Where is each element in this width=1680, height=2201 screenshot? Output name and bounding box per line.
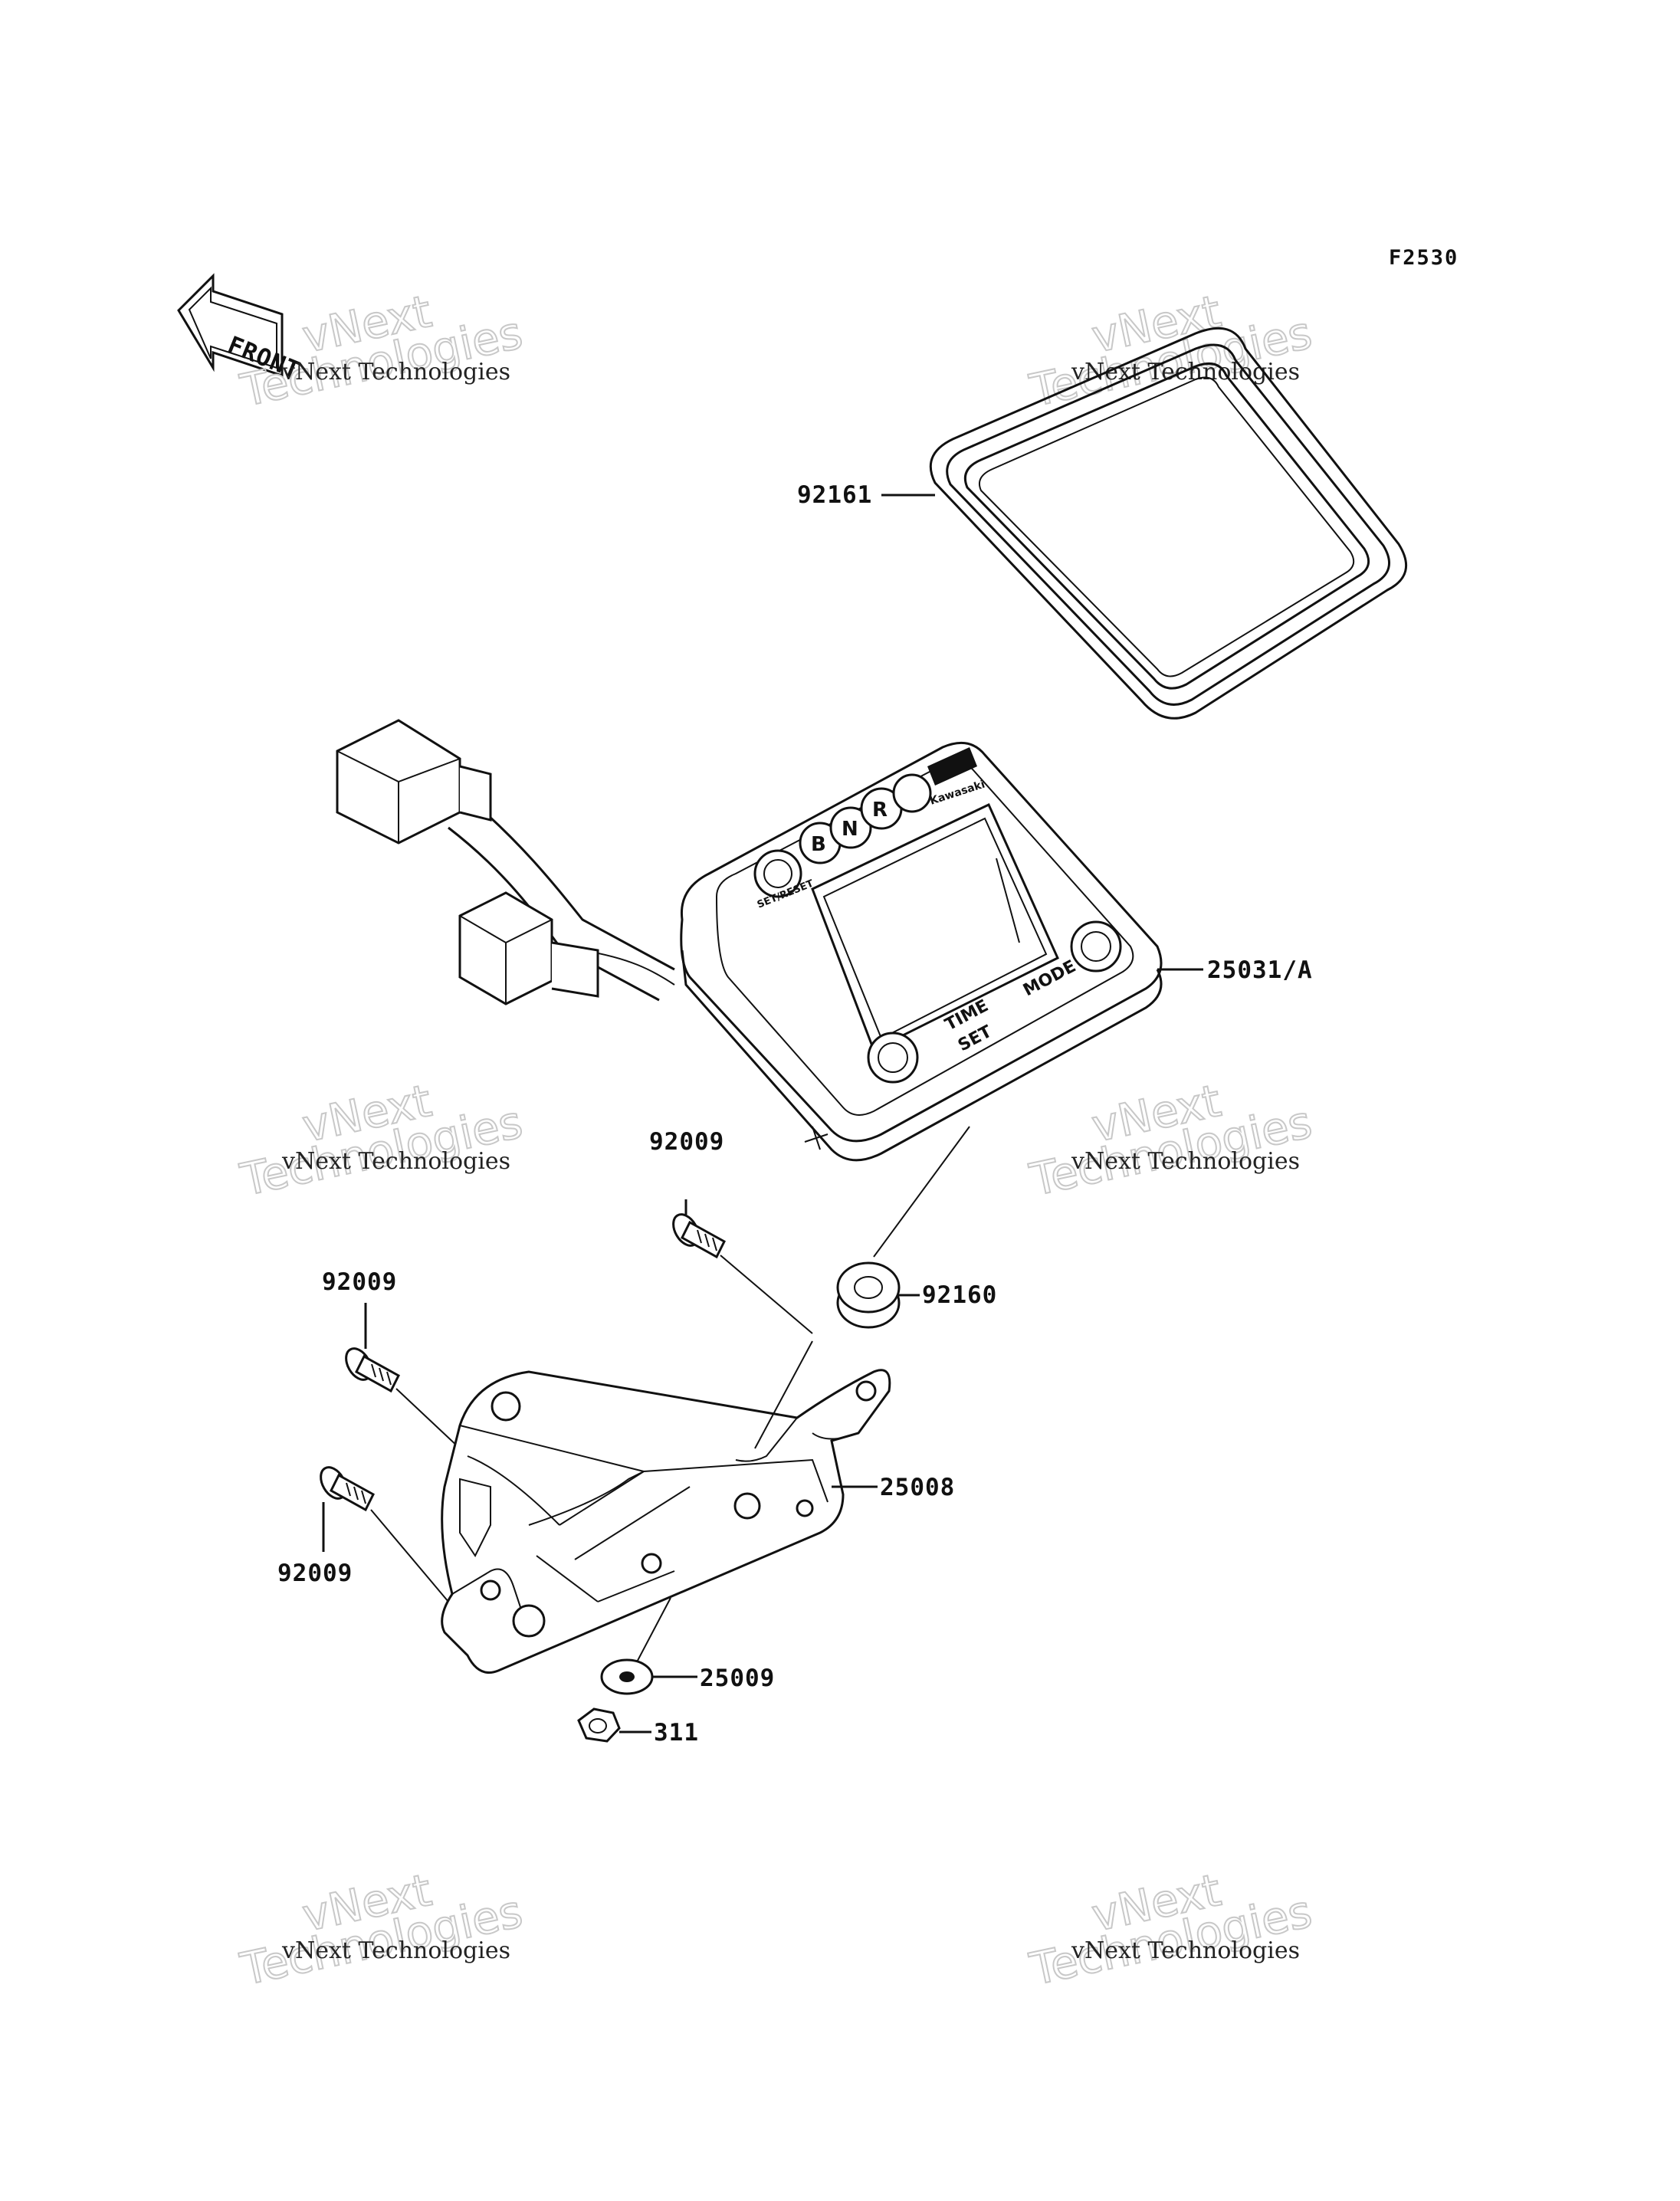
screw-92009-left-lower-icon bbox=[320, 1466, 375, 1512]
watermark-bottom-right: Technologies vNext vNext Technologies bbox=[1025, 1863, 1317, 1996]
svg-text:vNext Technologies: vNext Technologies bbox=[281, 1148, 510, 1175]
washer-25009-icon bbox=[600, 1658, 654, 1695]
label-25008: 25008 bbox=[880, 1474, 955, 1501]
label-92009-left-upper: 92009 bbox=[322, 1268, 397, 1296]
screw-92009-left-upper-icon bbox=[345, 1347, 400, 1393]
svg-text:vNext Technologies: vNext Technologies bbox=[1071, 1148, 1300, 1175]
label-25009: 25009 bbox=[700, 1665, 775, 1692]
label-92009-top: 92009 bbox=[649, 1128, 724, 1156]
frame-92161 bbox=[929, 326, 1408, 720]
leader-screw-top-path bbox=[720, 1255, 813, 1334]
watermark-bottom-left: Technologies vNext vNext Technologies bbox=[235, 1863, 528, 1996]
watermark-mid-left: Technologies vNext vNext Technologies bbox=[235, 1074, 528, 1207]
label-92009-left-lower: 92009 bbox=[277, 1560, 353, 1587]
figure-code: F2530 bbox=[1389, 246, 1459, 270]
indicator-r: R bbox=[872, 799, 888, 822]
leader-screw-left-lower-path bbox=[370, 1509, 449, 1602]
label-92160: 92160 bbox=[922, 1281, 997, 1309]
nut-311-icon bbox=[577, 1707, 621, 1743]
svg-text:vNext Technologies: vNext Technologies bbox=[281, 359, 510, 385]
svg-text:vNext Technologies: vNext Technologies bbox=[281, 1937, 510, 1964]
svg-text:vNext Technologies: vNext Technologies bbox=[1071, 1937, 1300, 1964]
grommet-92160-icon bbox=[836, 1261, 901, 1329]
label-311: 311 bbox=[654, 1719, 699, 1747]
label-25031A: 25031/A bbox=[1207, 956, 1313, 984]
screw-92009-top-icon bbox=[672, 1213, 726, 1259]
watermark-top-right: Technologies vNext vNext Technologies bbox=[1025, 284, 1317, 418]
leader-screw-left-upper-path bbox=[395, 1388, 461, 1449]
connector-upper-icon bbox=[336, 719, 492, 845]
indicator-b: B bbox=[811, 833, 826, 856]
label-92161: 92161 bbox=[797, 481, 872, 509]
meter-assembly-25031A: B N R Kawasaki SET/RESET MODE TIME SET bbox=[336, 719, 1163, 1162]
leader-meter-to-grommet bbox=[873, 1126, 970, 1258]
watermark-mid-right: Technologies vNext vNext Technologies bbox=[1025, 1074, 1317, 1207]
connector-lower-icon bbox=[458, 891, 599, 1005]
indicator-n: N bbox=[842, 818, 858, 841]
indicator-lights: B N R bbox=[799, 773, 932, 864]
bracket-25008 bbox=[441, 1340, 891, 1674]
leader-bracket-to-washer bbox=[632, 1597, 671, 1671]
